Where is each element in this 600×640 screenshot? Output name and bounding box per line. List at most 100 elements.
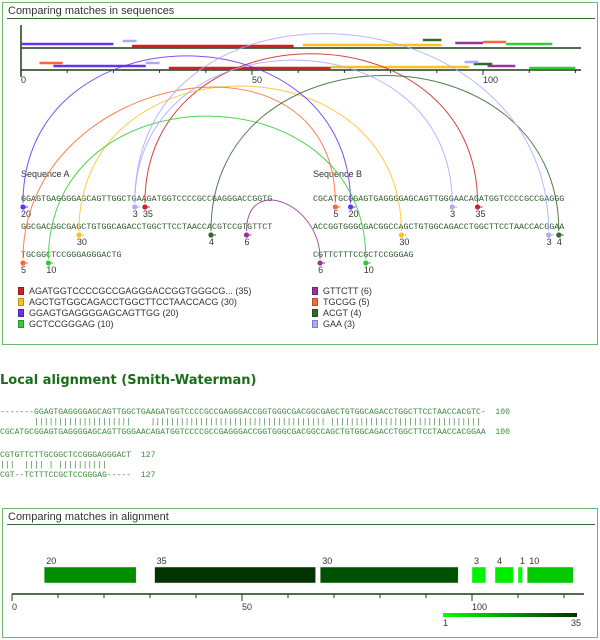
legend-swatch — [18, 287, 24, 295]
legend-label: AGCTGTGGCAGACCTGGCTTCCTAACCACG (30) — [29, 297, 237, 307]
sequence-a-marker — [142, 204, 148, 210]
sequence-b-label: Sequence B — [313, 169, 362, 179]
alignment-match-2: ||| |||| | |||||||||| — [0, 461, 107, 470]
legend-label: AGATGGTCCCCGCCGAGGGACCGGTGGGCG... (35) — [29, 286, 252, 296]
alignment-match-block — [154, 566, 316, 584]
title-divider — [7, 18, 595, 19]
legend-item: AGCTGTGGCAGACCTGGCTTCCTAACCACG (30) — [18, 297, 237, 307]
sequence-b-length-label: 3 — [450, 209, 455, 219]
sequence-b-line: CGTTCTTTCCGCTCCGGGAG — [313, 250, 414, 260]
legend-item: GAA (3) — [312, 319, 355, 329]
legend-swatch — [18, 298, 24, 306]
legend-label: GTTCTT (6) — [323, 286, 372, 296]
sequence-b-length-label: 5 — [333, 209, 338, 219]
alignment-row-a2: CGTGTTCTTGCGGCTCCGGGAGGGACT 127 — [0, 451, 156, 460]
legend-swatch — [18, 320, 24, 328]
legend-label: TGCGG (5) — [323, 297, 370, 307]
legend-label: ACGT (4) — [323, 308, 362, 318]
legend-swatch — [312, 309, 318, 317]
sequence-a-length-label: 20 — [21, 209, 31, 219]
sequence-matches-title: Comparing matches in sequences — [8, 5, 175, 17]
legend-item: TGCGG (5) — [312, 297, 370, 307]
match-arc — [210, 74, 560, 232]
title-divider — [7, 524, 595, 525]
axis-tick-label: 100 — [472, 602, 487, 612]
legend-item: GCTCCGGGAG (10) — [18, 319, 114, 329]
legend-item: ACGT (4) — [312, 308, 361, 318]
legend-swatch — [18, 309, 24, 317]
alignment-block-label: 20 — [46, 556, 56, 566]
sequence-a-line: GGCGACGGCGAGCTGTGGCAGACCTGGCTTCCTAACCACG… — [21, 222, 272, 232]
sequence-a-marker — [208, 232, 214, 238]
alignment-match-1: |||||||||||||||||||| |||||||||||||||||||… — [0, 418, 481, 427]
sequence-b-length-label: 35 — [476, 209, 486, 219]
legend-item: GTTCTT (6) — [312, 286, 372, 296]
match-arc — [144, 53, 479, 204]
match-arc — [47, 115, 367, 260]
sequence-a-length-label: 4 — [209, 237, 214, 247]
alignment-block-label: 1 — [520, 556, 525, 566]
alignment-block-label: 30 — [322, 556, 332, 566]
sequence-b-length-label: 4 — [557, 237, 562, 247]
color-scale-max: 35 — [571, 618, 581, 628]
legend-label: GCTCCGGGAG (10) — [29, 319, 114, 329]
alignment-matches-chart: 0 50 100 20 35 30 3 4 1 10 1 35 — [11, 556, 584, 628]
alignment-block-label: 4 — [497, 556, 502, 566]
sequence-b-length-label: 3 — [547, 237, 552, 247]
legend-swatch — [312, 320, 318, 328]
sequence-b-length-label: 30 — [399, 237, 409, 247]
axis-tick-label: 0 — [21, 75, 26, 85]
alignment-row-a1: -------GGAGTGAGGGGAGCAGTTGGCTGAAGATGGTCC… — [0, 408, 510, 417]
sequence-a-length-label: 35 — [143, 209, 153, 219]
alignment-match-block — [471, 566, 487, 584]
alignment-row-b1: CGCATGCGGAGTGAGGGGAGCAGTTGGGAACAGATGGTCC… — [0, 428, 510, 437]
alignment-match-block — [319, 566, 459, 584]
sequence-a-length-label: 6 — [245, 237, 250, 247]
axis-tick-label: 50 — [242, 602, 252, 612]
legend-label: GGAGTGAGGGGAGCAGTTGG (20) — [29, 308, 179, 318]
alignment-match-block — [494, 566, 514, 584]
alignment-block-label: 35 — [157, 556, 167, 566]
sequence-a-length-label: 3 — [133, 209, 138, 219]
alignment-match-block — [517, 566, 523, 584]
sequence-a-marker — [132, 204, 138, 210]
alignment-block-label: 3 — [474, 556, 479, 566]
color-scale-bar — [443, 613, 577, 617]
sequence-a-line: GGAGTGAGGGGAGCAGTTGGCTGAAGATGGTCCCCGCCGA… — [21, 194, 272, 204]
sequence-a-length-label: 30 — [77, 237, 87, 247]
match-arc — [246, 199, 321, 260]
legend-swatch — [312, 287, 318, 295]
match-arc — [78, 85, 402, 232]
match-arc — [134, 59, 453, 204]
legend-item: AGATGGTCCCCGCCGAGGGACCGGTGGGCG... (35) — [18, 286, 251, 296]
match-arc — [134, 33, 550, 232]
sequence-a-length-label: 5 — [21, 265, 26, 275]
sequence-b-length-label: 6 — [318, 265, 323, 275]
sequence-a-label: Sequence A — [21, 169, 70, 179]
legend-label: GAA (3) — [323, 319, 356, 329]
axis-tick-label: 50 — [252, 75, 262, 85]
alignment-block-label: 10 — [529, 556, 539, 566]
legend-item: GGAGTGAGGGGAGCAGTTGG (20) — [18, 308, 179, 318]
alignment-match-block — [526, 566, 574, 584]
axis-tick-label: 100 — [483, 75, 498, 85]
sequence-b-line: ACCGGTGGGCGACGGCCAGCTGTGGCAGACCTGGCTTCCT… — [313, 222, 565, 232]
alignment-row-b2: CGT--TCTTTCCGCTCCGGGAG----- 127 — [0, 471, 156, 480]
alignment-heading: Local alignment (Smith-Waterman) — [0, 373, 257, 388]
sequence-b-length-label: 10 — [364, 265, 374, 275]
alignment-matches-panel: Comparing matches in alignment 0 50 100 20 3… — [2, 508, 598, 638]
alignment-matches-title: Comparing matches in alignment — [8, 511, 169, 523]
sequence-a-line: TGCGGCTCCGGGAGGGACTG — [21, 250, 122, 260]
match-arc — [22, 55, 352, 204]
color-scale-min: 1 — [443, 618, 448, 628]
match-arc — [22, 86, 336, 260]
sequence-b-line: CGCATGCGGAGTGAGGGGAGCAGTTGGGAACAGATGGTCC… — [313, 194, 564, 204]
alignment-match-block — [43, 566, 137, 584]
axis-tick-label: 0 — [12, 602, 17, 612]
sequence-a-marker — [243, 232, 250, 238]
legend-swatch — [312, 298, 318, 306]
sequence-b-length-label: 20 — [349, 209, 359, 219]
sequence-a-length-label: 10 — [46, 265, 56, 275]
